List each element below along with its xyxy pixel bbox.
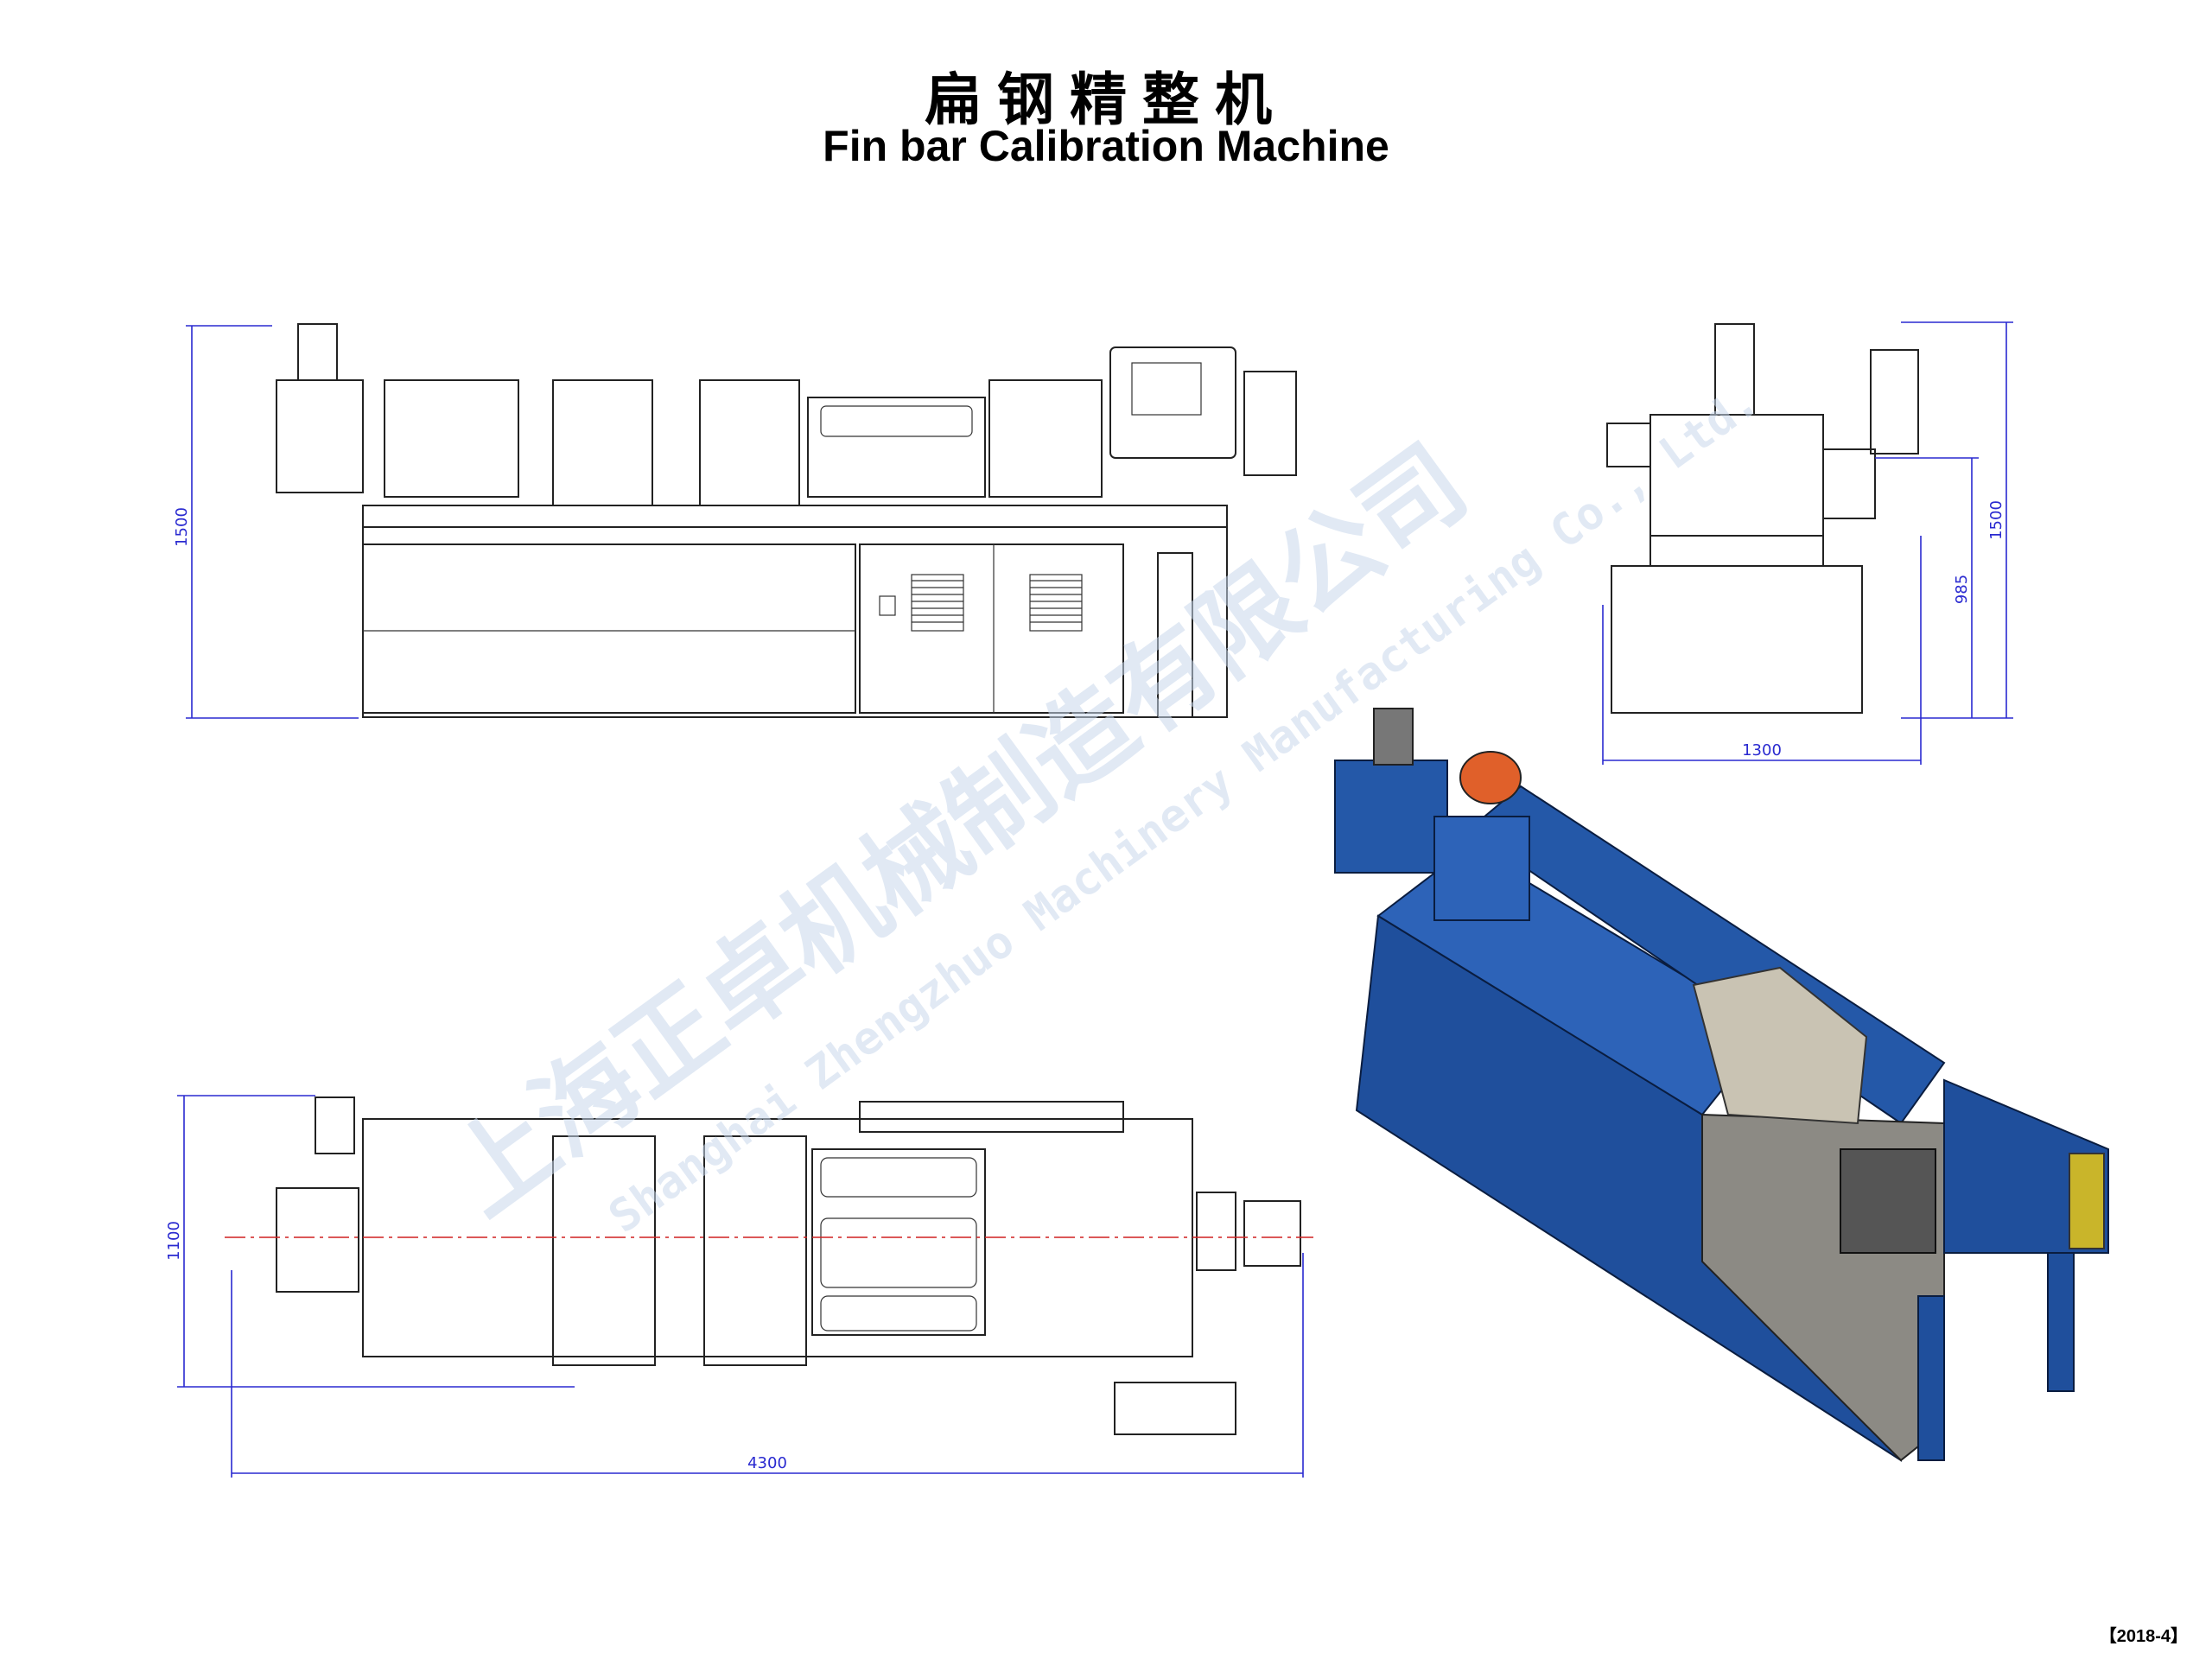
svg-text:1100: 1100	[165, 1221, 183, 1261]
side-view	[1606, 323, 1919, 714]
front-height-dimension: 1500	[173, 325, 359, 719]
title-english: Fin bar Calibration Machine	[823, 122, 1389, 170]
front-view	[276, 323, 1297, 718]
vent-grille-right	[1029, 574, 1083, 632]
control-panel	[1840, 1148, 1936, 1254]
title-chinese: 扁钢精整机	[925, 67, 1287, 133]
top-view	[225, 1096, 1313, 1435]
svg-text:985: 985	[1953, 575, 1971, 604]
svg-text:1500: 1500	[1987, 500, 2005, 540]
svg-text:1500: 1500	[173, 507, 191, 547]
svg-text:1300: 1300	[1742, 741, 1782, 760]
motor	[1459, 751, 1522, 804]
drawing-date-stamp: 【2018-4】	[2099, 1627, 2188, 1646]
top-dimensions: 1100 4300	[165, 1095, 1304, 1478]
side-dimensions: 1500 985 1300	[1602, 321, 2013, 765]
isometric-render	[1334, 708, 2109, 1462]
svg-text:4300: 4300	[747, 1454, 787, 1472]
vent-grille-left	[911, 574, 964, 632]
